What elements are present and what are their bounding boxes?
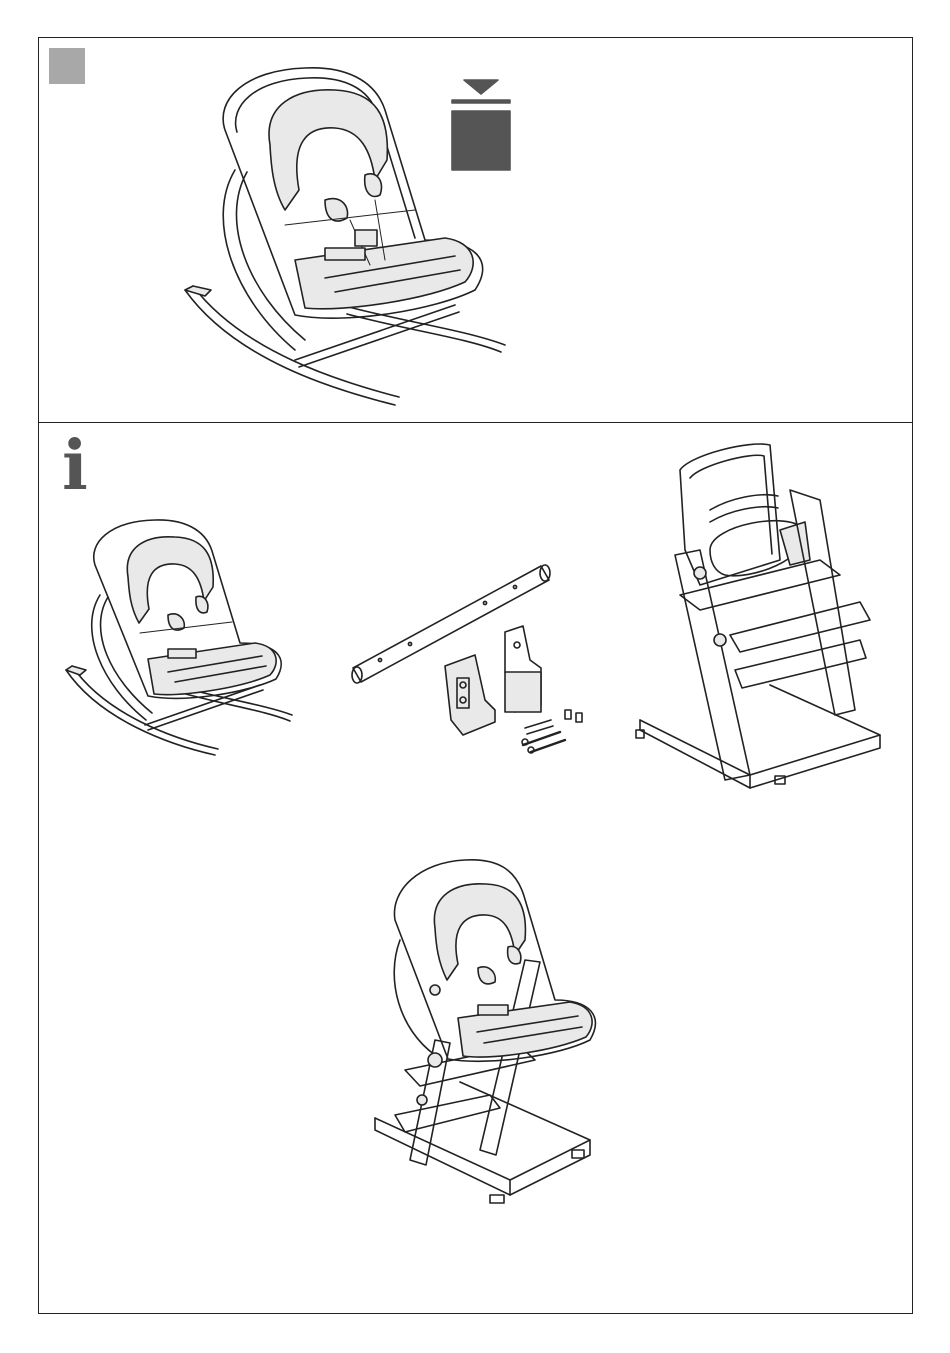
high-chair-illustration [630,430,895,820]
panel-divider [38,422,913,423]
bouncer-on-high-chair-illustration [360,850,620,1270]
info-icon: i [62,432,88,500]
mounting-kit-illustration [345,560,595,770]
step-marker-square [49,48,85,84]
bouncer-rocker-illustration-small [60,515,305,765]
press-down-symbol [450,76,512,172]
